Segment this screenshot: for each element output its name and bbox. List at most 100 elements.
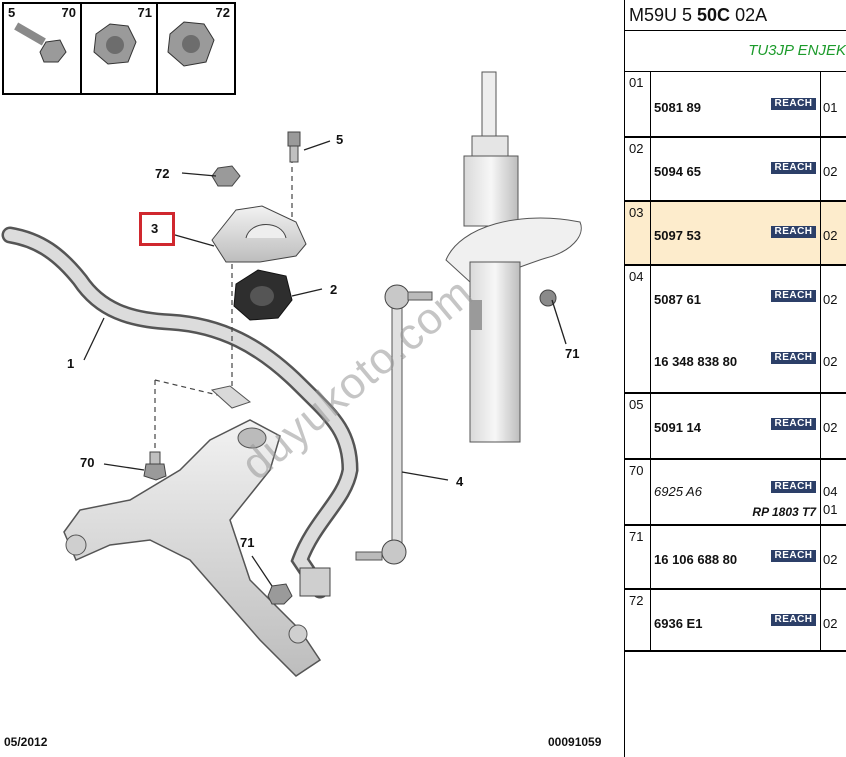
part-qty-alt: 01 (823, 502, 838, 517)
nut-71-lower (267, 583, 293, 605)
reach-badge: REACH (771, 226, 816, 238)
part-qty: 02 (823, 292, 838, 307)
callout-3: 3 (151, 221, 159, 236)
qty-cell (820, 394, 846, 458)
row-number-cell: 70 (625, 460, 651, 524)
nut-72 (211, 165, 241, 187)
reach-badge: REACH (771, 290, 816, 302)
part-ref: 5087 61 (654, 292, 701, 307)
qty-cell (820, 526, 846, 588)
legend-right-label: 70 (61, 5, 76, 20)
qty-cell (820, 266, 846, 392)
reach-badge: REACH (771, 481, 816, 493)
parts-row-70[interactable]: 70 6925 A6 REACH RP 1803 T7 04 01 (625, 460, 846, 526)
diagram-drawing (1, 21, 582, 677)
strut (445, 71, 582, 443)
reach-badge: REACH (771, 550, 816, 562)
part-qty: 02 (823, 420, 838, 435)
row-number-cell: 02 (625, 138, 651, 200)
bolt-5 (287, 131, 301, 163)
part-ref: 5094 65 (654, 164, 701, 179)
callout-70: 70 (80, 455, 95, 470)
legend-right-label: 71 (137, 5, 152, 20)
legend-right-label: 72 (215, 5, 230, 20)
part-qty: 01 (823, 100, 838, 115)
control-arm (63, 419, 322, 677)
flange-nut-icon (167, 21, 215, 67)
rp-code: RP 1803 T7 (752, 505, 816, 519)
row-number-cell: 04 (625, 266, 651, 392)
callout-72: 72 (155, 166, 170, 181)
callout-71-upper: 71 (565, 346, 580, 361)
reach-badge: REACH (771, 614, 816, 626)
callout-1: 1 (67, 356, 75, 371)
row-number: 03 (629, 205, 644, 220)
bushing (233, 269, 293, 321)
parts-row-01[interactable]: 01 5081 89 REACH 01 (625, 72, 846, 138)
footer-code: 00091059 (548, 735, 602, 749)
part-qty: 02 (823, 616, 838, 631)
part-ref: 16 106 688 80 (654, 552, 738, 567)
reach-badge: REACH (771, 98, 816, 110)
legend-left-label: 5 (8, 5, 16, 20)
callout-2: 2 (330, 282, 338, 297)
parts-row-02[interactable]: 02 5094 65 REACH 02 (625, 138, 846, 202)
row-number: 02 (629, 141, 644, 156)
bolt-icon (14, 22, 67, 63)
legend-box-bolt: 5 70 (2, 2, 82, 95)
callout-4: 4 (456, 474, 464, 489)
bolt-70 (143, 451, 167, 481)
row-number: 05 (629, 397, 644, 412)
row-number: 01 (629, 75, 644, 90)
footer-date: 05/2012 (4, 735, 48, 749)
reach-badge: REACH (771, 418, 816, 430)
parts-row-72[interactable]: 72 6936 E1 REACH 02 (625, 590, 846, 652)
qty-cell (820, 590, 846, 650)
parts-row-04[interactable]: 04 5087 61 REACH 02 16 348 838 80 REACH … (625, 266, 846, 394)
qty-cell (820, 460, 846, 524)
parts-row-71[interactable]: 71 16 106 688 80 REACH 02 (625, 526, 846, 590)
row-number: 04 (629, 269, 644, 284)
row-number: 71 (629, 529, 644, 544)
callout-3-highlight: 3 (139, 212, 175, 246)
part-ref-alt: 16 348 838 80 (654, 354, 738, 369)
model-bold: 50C (697, 5, 731, 25)
row-number: 72 (629, 593, 644, 608)
row-number-cell: 05 (625, 394, 651, 458)
qty-cell (820, 202, 846, 264)
reach-badge: REACH (771, 352, 816, 364)
part-qty: 02 (823, 552, 838, 567)
model-header: M59U 5 50C 02A (625, 0, 846, 31)
qty-cell (820, 138, 846, 200)
part-ref: 5091 14 (654, 420, 701, 435)
model-prefix: M59U 5 (629, 5, 698, 25)
part-ref: 5097 53 (654, 228, 701, 243)
callout-5: 5 (336, 132, 344, 147)
part-qty: 02 (823, 164, 838, 179)
drop-link (355, 284, 433, 565)
part-ref: 5081 89 (654, 100, 701, 115)
part-ref: 6936 E1 (654, 616, 703, 631)
qty-cell (820, 72, 846, 136)
nut-icon (93, 23, 137, 65)
parts-row-05[interactable]: 05 5091 14 REACH 02 (625, 394, 846, 460)
row-number: 70 (629, 463, 644, 478)
reach-badge: REACH (771, 162, 816, 174)
part-qty-alt: 02 (823, 354, 838, 369)
parts-row-03-selected[interactable]: 03 5097 53 REACH 02 (625, 202, 846, 266)
legend-box-flange-nut: 72 (156, 2, 236, 95)
row-number-cell: 72 (625, 590, 651, 650)
parts-diagram: 5 70 71 72 1 2 3 4 5 70 71 71 72 duyukot… (1, 2, 602, 749)
part-ref: 6925 A6 (654, 484, 702, 499)
clamp (211, 205, 307, 263)
part-qty: 02 (823, 228, 838, 243)
row-number-cell: 03 (625, 202, 651, 264)
part-qty: 04 (823, 484, 838, 499)
engine-label: TU3JP ENJEK (625, 31, 846, 72)
callout-71-lower: 71 (240, 535, 255, 550)
parts-list-panel: M59U 5 50C 02A TU3JP ENJEK 01 5081 89 RE… (624, 0, 846, 757)
row-number-cell: 01 (625, 72, 651, 136)
model-suffix: 02A (730, 5, 768, 25)
row-number-cell: 71 (625, 526, 651, 588)
legend-box-nut: 71 (80, 2, 158, 95)
